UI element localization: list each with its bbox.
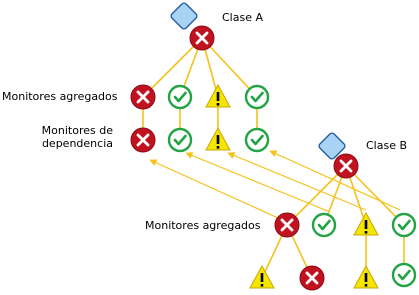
dependency-arrow bbox=[149, 159, 288, 223]
critical-x-icon bbox=[189, 25, 215, 51]
warning-exclamation-icon bbox=[353, 211, 379, 236]
healthy-check-icon bbox=[167, 84, 193, 110]
class-diamond-icon bbox=[318, 132, 346, 160]
clase-a-aggregate-monitors bbox=[130, 83, 270, 110]
clase-b-aggregate-monitors bbox=[274, 211, 417, 238]
aggregate-monitors-label-top: Monitores agregados bbox=[2, 90, 118, 103]
clase-a-label: Clase A bbox=[222, 11, 263, 24]
clase-a-node bbox=[170, 2, 215, 51]
aggregate-monitors-label-bottom: Monitores agregados bbox=[145, 219, 261, 232]
clase-b-label: Clase B bbox=[366, 139, 408, 152]
warning-exclamation-icon bbox=[353, 264, 379, 289]
clase-b-child-monitors bbox=[249, 262, 417, 291]
healthy-check-icon bbox=[391, 262, 417, 288]
clase-a-connector-lines bbox=[142, 37, 258, 140]
clase-b-node bbox=[318, 132, 359, 179]
dependency-arrows bbox=[149, 150, 401, 223]
critical-x-icon bbox=[274, 212, 300, 238]
clase-a-dependency-monitors bbox=[130, 126, 270, 153]
critical-x-icon bbox=[333, 153, 359, 179]
class-diamond-icon bbox=[170, 2, 198, 30]
warning-exclamation-icon bbox=[205, 126, 231, 151]
dependency-monitors-label: Monitores de dependencia bbox=[20, 124, 113, 150]
dependency-arrow bbox=[185, 152, 331, 213]
healthy-check-icon bbox=[244, 84, 270, 110]
dependency-arrow bbox=[227, 152, 367, 211]
healthy-check-icon bbox=[244, 127, 270, 153]
critical-x-icon bbox=[130, 127, 156, 153]
warning-exclamation-icon bbox=[205, 83, 231, 108]
dependency-arrow bbox=[269, 150, 401, 211]
healthy-check-icon bbox=[167, 127, 193, 153]
dependency-monitors-label-line2: dependencia bbox=[41, 137, 113, 150]
healthy-check-icon bbox=[311, 212, 337, 238]
critical-x-icon bbox=[299, 265, 325, 291]
healthy-check-icon bbox=[391, 212, 417, 238]
dependency-monitors-label-line1: Monitores de bbox=[41, 124, 113, 137]
warning-exclamation-icon bbox=[249, 264, 275, 289]
critical-x-icon bbox=[130, 84, 156, 110]
